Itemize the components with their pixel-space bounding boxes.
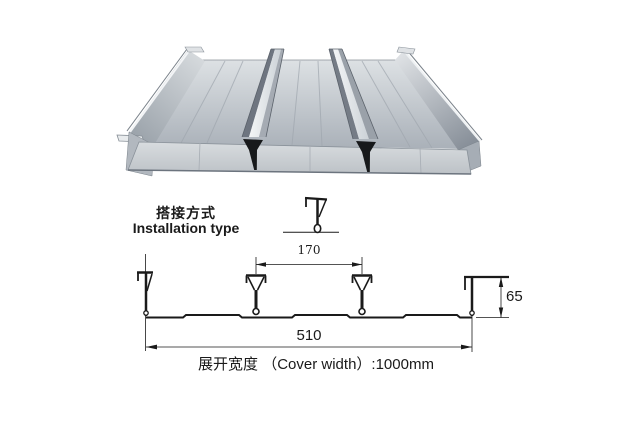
dim-label-height: 65 (506, 288, 523, 305)
dim-65-lines (498, 277, 504, 318)
deck-top-surface (141, 60, 464, 149)
dim-label-width: 510 (296, 327, 322, 344)
dim-510-lines (146, 344, 472, 350)
cover-width-note: 展开宽度 （Cover width）:1000mm (198, 356, 434, 373)
dim-170-lines (255, 257, 363, 274)
middle-rib-1 (245, 274, 267, 316)
dovetail-funnel-1 (243, 139, 263, 170)
deck-rib-1 (241, 48, 285, 138)
dovetail-funnel-2 (356, 141, 376, 172)
dim-label-rib-spacing: 170 (297, 243, 321, 257)
middle-rib-2 (351, 274, 373, 316)
installation-label-en: Installation type (132, 220, 240, 236)
overlap-teardrop (313, 223, 322, 234)
bottom-flange (146, 314, 472, 319)
left-edge-rib (137, 254, 153, 351)
deck-front-bottom-edge (127, 169, 472, 175)
installation-sketch (283, 196, 339, 234)
deck-left-wall (129, 50, 205, 145)
installation-label-cn: 搭接方式 (156, 205, 216, 221)
deck-rib-2 (328, 48, 379, 140)
deck-3d-render (116, 46, 483, 177)
deck-right-wall (395, 50, 479, 150)
right-edge-rib (464, 275, 509, 352)
cross-section-drawing (137, 254, 509, 352)
front-face-facets (198, 142, 422, 174)
deck-facet-lines (180, 60, 433, 149)
